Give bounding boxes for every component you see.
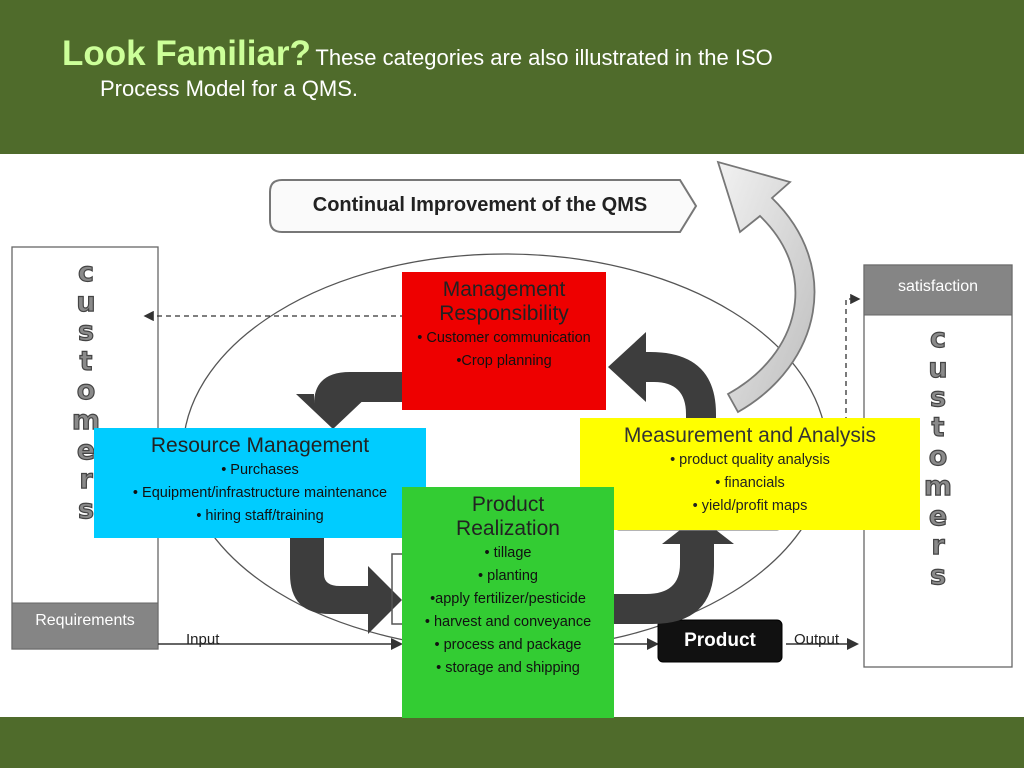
management-items: • Customer communication •Crop planning: [402, 330, 606, 370]
product-item: • planting: [478, 568, 538, 584]
management-responsibility-box: Management Responsibility • Customer com…: [402, 272, 606, 410]
measurement-item: • product quality analysis: [670, 452, 830, 468]
slide-title: Look Familiar? These categories are also…: [62, 34, 962, 102]
management-item: •Crop planning: [456, 353, 552, 369]
resource-item: • Equipment/infrastructure maintenance: [132, 485, 388, 501]
product-item: • tillage: [484, 545, 532, 561]
measurement-item: • yield/profit maps: [692, 498, 808, 514]
management-title: Management Responsibility: [439, 278, 569, 325]
management-item: • Customer communication: [417, 330, 591, 346]
measurement-title: Measurement and Analysis: [623, 424, 877, 447]
cycle-arrow-bottom-left: [290, 538, 402, 634]
input-label: Input: [186, 631, 220, 648]
product-box: [657, 619, 783, 663]
continual-improvement-label: Continual Improvement of the QMS: [312, 194, 648, 216]
improvement-arrow: [716, 160, 816, 414]
resource-title: Resource Management: [150, 434, 370, 457]
product-item: • harvest and conveyance: [424, 614, 592, 630]
product-item: • storage and shipping: [436, 660, 580, 676]
resource-management-box: Resource Management • Purchases • Equipm…: [94, 428, 426, 538]
product-title: Product Realization: [456, 493, 560, 540]
measurement-item: • financials: [715, 475, 785, 491]
product-label: Product: [684, 630, 756, 651]
cycle-arrow-top-left: [296, 372, 402, 429]
realization-bracket: [391, 553, 402, 625]
right-satisfaction-bar: [863, 264, 1013, 316]
product-items: • tillage • planting •apply fertilizer/p…: [402, 545, 614, 677]
resource-item: • hiring staff/training: [196, 508, 324, 524]
cycle-arrow-bottom-right: [614, 516, 734, 624]
title-heading: Look Familiar?: [62, 34, 311, 73]
output-label: Output: [794, 631, 840, 648]
product-item: • process and package: [434, 637, 582, 653]
product-realization-box: Product Realization • tillage • planting…: [402, 487, 614, 718]
dashed-line-to-satisfaction: [845, 293, 861, 440]
title-subtext: These categories are also illustrated in…: [315, 45, 773, 70]
left-requirements-bar: [11, 602, 159, 650]
measurement-items: • product quality analysis • financials …: [580, 452, 920, 515]
title-subtext-line2: Process Model for a QMS.: [100, 76, 358, 101]
requirements-label: Requirements: [35, 612, 135, 629]
satisfaction-label: satisfaction: [897, 278, 979, 295]
cycle-arrow-top-right: [606, 332, 716, 422]
product-item: •apply fertilizer/pesticide: [430, 591, 586, 607]
resource-item: • Purchases: [221, 462, 299, 478]
measurement-analysis-box: Measurement and Analysis • product quali…: [580, 418, 920, 530]
continual-improvement-banner: [269, 179, 698, 233]
resource-items: • Purchases • Equipment/infrastructure m…: [94, 462, 426, 525]
